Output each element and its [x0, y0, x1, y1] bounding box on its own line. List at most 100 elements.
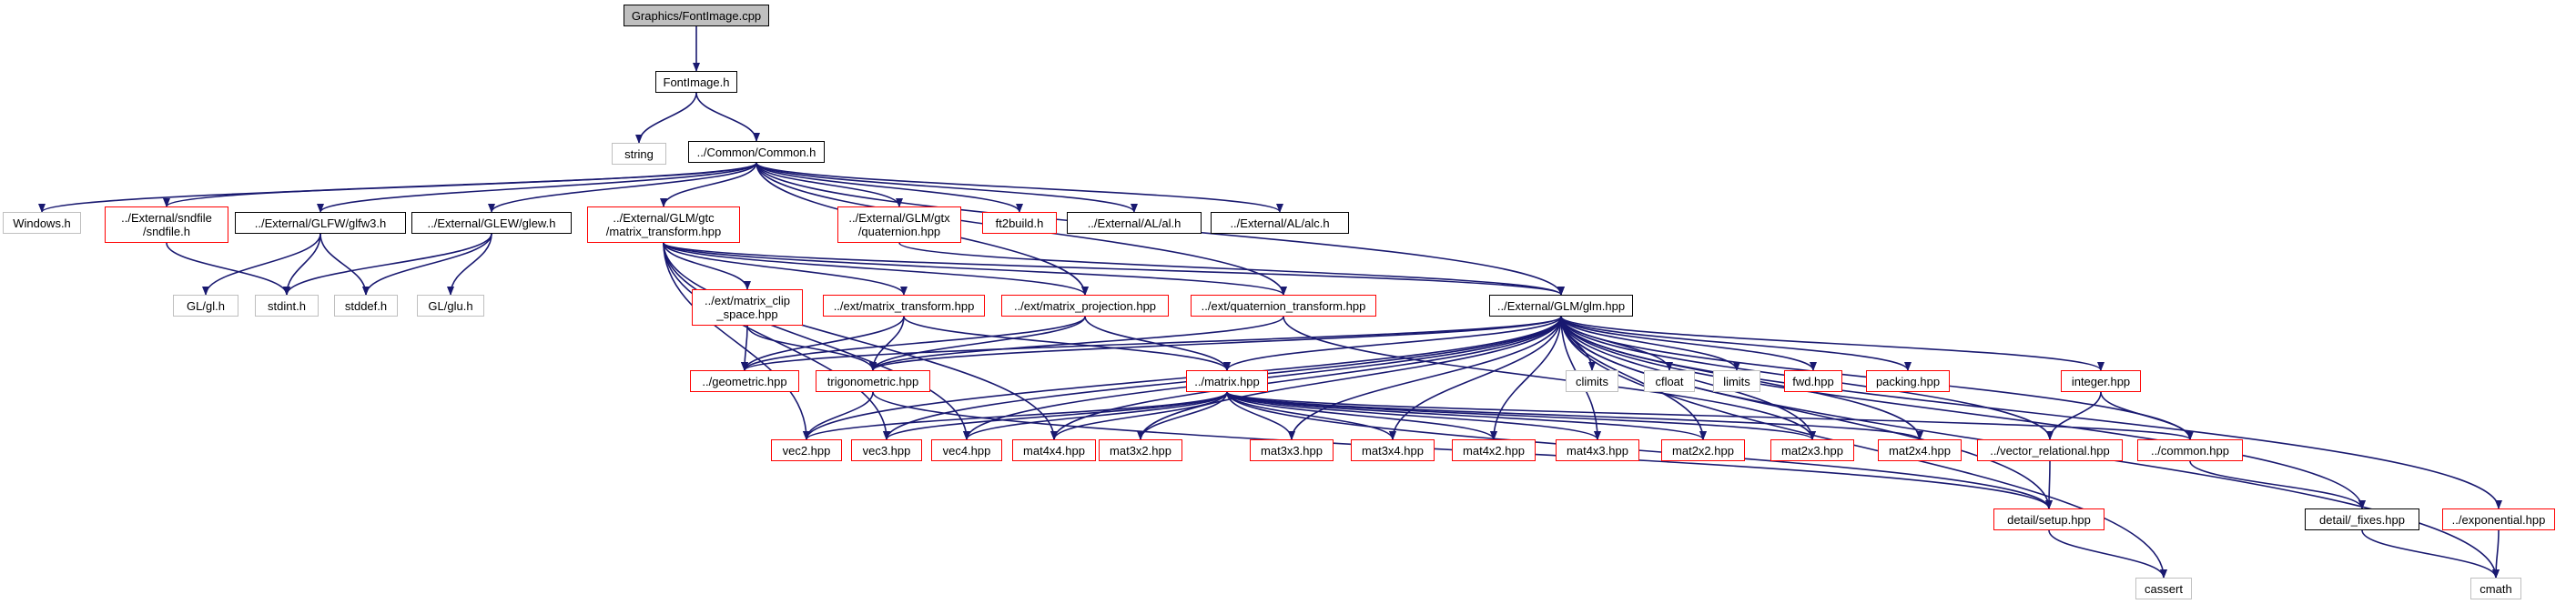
node-ext-quaternion-transform-hpp[interactable]: ../ext/quaternion_transform.hpp — [1191, 295, 1376, 317]
node-mat4x4-hpp[interactable]: mat4x4.hpp — [1012, 439, 1096, 461]
node-detail-fixes-hpp[interactable]: detail/_fixes.hpp — [2305, 508, 2419, 530]
edge-glfw3-h-to-gl-h — [202, 233, 321, 296]
edge-matrix-transform-hpp-to-ext-matrix-transform — [663, 242, 908, 296]
node-external-glfw-glfw3-h[interactable]: ../External/GLFW/glfw3.h — [235, 212, 406, 234]
node-ext-matrix-clip-space-hpp[interactable]: ../ext/matrix_clip _space.hpp — [692, 289, 803, 326]
node-fwd-hpp[interactable]: fwd.hpp — [1784, 370, 1842, 392]
edge-matrix-transform-hpp-to-mat4x4-hpp — [663, 242, 1058, 440]
edge-quaternion-hpp-to-glm-hpp — [898, 242, 1565, 296]
node-gl-gl-h: GL/gl.h — [173, 295, 238, 317]
edge-glew-h-to-stdint-h — [283, 233, 492, 296]
edge-exponential-hpp-to-cmath — [2492, 529, 2500, 579]
edge-ext-quaternion-transform-to-trigonometric-hpp — [869, 316, 1284, 371]
edge-matrix-hpp-to-mat4x3-hpp — [1226, 391, 1601, 440]
edge-glew-h-to-glu-h — [447, 233, 492, 296]
edge-glm-hpp-to-geometric-hpp — [741, 316, 1562, 371]
edge-glm-hpp-to-integer-hpp — [1560, 316, 2104, 371]
node-external-glm-glm-hpp[interactable]: ../External/GLM/glm.hpp — [1489, 295, 1633, 317]
edge-ext-clip-space-to-trigonometric-hpp — [746, 325, 877, 371]
node-external-sndfile-sndfile-h[interactable]: ../External/sndfile /sndfile.h — [105, 206, 228, 243]
node-common-hpp[interactable]: ../common.hpp — [2137, 439, 2243, 461]
node-fontimage-h[interactable]: FontImage.h — [655, 71, 737, 93]
edge-glm-hpp-to-exponential-hpp — [1560, 316, 2502, 509]
node-string: string — [612, 143, 666, 165]
edge-common-h-to-matrix-transform-hpp — [660, 162, 757, 207]
edge-matrix-hpp-to-vec3-hpp — [883, 391, 1228, 440]
edge-glm-hpp-to-vec2-hpp — [803, 316, 1562, 440]
node-external-al-al-h[interactable]: ../External/AL/al.h — [1067, 212, 1202, 234]
edge-glm-hpp-to-fixes-hpp — [1560, 316, 2366, 509]
edge-matrix-hpp-to-mat3x2-hpp — [1137, 391, 1228, 440]
node-trigonometric-hpp[interactable]: trigonometric.hpp — [816, 370, 930, 392]
edge-matrix-hpp-to-mat4x4-hpp — [1050, 391, 1228, 440]
node-detail-setup-hpp[interactable]: detail/setup.hpp — [1993, 508, 2104, 530]
edge-common-h-to-quaternion-hpp — [756, 162, 903, 207]
edge-glm-hpp-to-fwd-hpp — [1560, 316, 1817, 371]
edge-common-h-to-glew-h — [488, 162, 757, 213]
edge-matrix-hpp-to-mat3x3-hpp — [1226, 391, 1295, 440]
edge-ext-matrix-transform-to-matrix-hpp — [903, 316, 1231, 371]
node-external-glm-gtc-matrix-transform-hpp[interactable]: ../External/GLM/gtc /matrix_transform.hp… — [587, 206, 740, 243]
node-vec2-hpp[interactable]: vec2.hpp — [771, 439, 842, 461]
node-mat3x4-hpp[interactable]: mat3x4.hpp — [1351, 439, 1435, 461]
edge-glm-hpp-to-limits — [1560, 316, 1740, 371]
node-vector-relational-hpp[interactable]: ../vector_relational.hpp — [1977, 439, 2123, 461]
edge-sndfile-h-to-stdint-h — [166, 242, 290, 296]
node-vec3-hpp[interactable]: vec3.hpp — [851, 439, 922, 461]
node-ext-matrix-transform-hpp[interactable]: ../ext/matrix_transform.hpp — [823, 295, 985, 317]
edge-glm-hpp-to-packing-hpp — [1560, 316, 1912, 371]
edge-matrix-transform-hpp-to-vec2-hpp — [663, 242, 810, 440]
node-mat2x3-hpp[interactable]: mat2x3.hpp — [1770, 439, 1854, 461]
node-integer-hpp[interactable]: integer.hpp — [2061, 370, 2141, 392]
node-geometric-hpp[interactable]: ../geometric.hpp — [690, 370, 799, 392]
edge-common-h-to-ft2build-h — [756, 162, 1023, 213]
node-stdint-h: stdint.h — [255, 295, 319, 317]
edge-ext-matrix-projection-to-trigonometric-hpp — [869, 316, 1086, 371]
node-mat4x2-hpp[interactable]: mat4x2.hpp — [1452, 439, 1536, 461]
node-packing-hpp[interactable]: packing.hpp — [1866, 370, 1950, 392]
node-external-glm-gtx-quaternion-hpp[interactable]: ../External/GLM/gtx /quaternion.hpp — [837, 206, 961, 243]
edge-glm-hpp-to-mat4x4-hpp — [1050, 316, 1562, 440]
node-mat4x3-hpp[interactable]: mat4x3.hpp — [1556, 439, 1639, 461]
node-external-glew-glew-h[interactable]: ../External/GLEW/glew.h — [411, 212, 572, 234]
node-mat3x2-hpp[interactable]: mat3x2.hpp — [1099, 439, 1182, 461]
node-matrix-hpp[interactable]: ../matrix.hpp — [1186, 370, 1268, 392]
node-cmath: cmath — [2470, 578, 2521, 599]
edge-common-h-to-glfw3-h — [317, 162, 757, 213]
node-mat2x2-hpp[interactable]: mat2x2.hpp — [1661, 439, 1745, 461]
edge-glm-hpp-to-trigonometric-hpp — [869, 316, 1562, 371]
edge-matrix-hpp-to-vec2-hpp — [803, 391, 1228, 440]
node-mat2x4-hpp[interactable]: mat2x4.hpp — [1878, 439, 1962, 461]
node-cassert: cassert — [2135, 578, 2192, 599]
edge-glew-h-to-stddef-h — [362, 233, 492, 296]
node-windows-h: Windows.h — [3, 212, 81, 234]
edge-vector-relational-hpp-to-setup-hpp — [2045, 460, 2054, 509]
node-climits: climits — [1566, 370, 1618, 392]
node-common-common-h[interactable]: ../Common/Common.h — [688, 141, 825, 163]
edge-matrix-transform-hpp-to-glm-hpp — [663, 242, 1565, 296]
node-vec4-hpp[interactable]: vec4.hpp — [931, 439, 1002, 461]
edge-glfw3-h-to-stddef-h — [319, 233, 370, 296]
edge-setup-hpp-to-cassert — [2048, 529, 2167, 579]
edge-glm-hpp-to-mat3x3-hpp — [1288, 316, 1562, 440]
node-ext-matrix-projection-hpp[interactable]: ../ext/matrix_projection.hpp — [1001, 295, 1169, 317]
edge-fixes-hpp-to-cmath — [2361, 529, 2500, 579]
edge-matrix-hpp-to-mat2x4-hpp — [1226, 391, 1923, 440]
edge-glm-hpp-to-cassert — [1560, 316, 2167, 579]
node-gl-glu-h: GL/glu.h — [417, 295, 484, 317]
edge-matrix-hpp-to-common-hpp — [1226, 391, 2194, 440]
edge-common-hpp-to-fixes-hpp — [2189, 460, 2366, 509]
edge-common-h-to-sndfile-h — [163, 162, 757, 207]
node-mat3x3-hpp[interactable]: mat3x3.hpp — [1250, 439, 1334, 461]
edge-matrix-hpp-to-vec4-hpp — [963, 391, 1228, 440]
node-cfloat: cfloat — [1644, 370, 1695, 392]
node-external-al-alc-h[interactable]: ../External/AL/alc.h — [1211, 212, 1349, 234]
edge-trigonometric-hpp-to-vec2-hpp — [803, 391, 874, 440]
edge-matrix-hpp-to-mat3x4-hpp — [1226, 391, 1396, 440]
edge-fontimage-h-to-string — [635, 92, 697, 144]
edge-matrix-transform-hpp-to-vec4-hpp — [663, 242, 970, 440]
node-ft2build-h[interactable]: ft2build.h — [982, 212, 1057, 234]
edge-matrix-transform-hpp-to-ext-quaternion-transform — [663, 242, 1287, 296]
edge-glm-hpp-to-setup-hpp — [1560, 316, 2053, 509]
node-exponential-hpp[interactable]: ../exponential.hpp — [2442, 508, 2555, 530]
